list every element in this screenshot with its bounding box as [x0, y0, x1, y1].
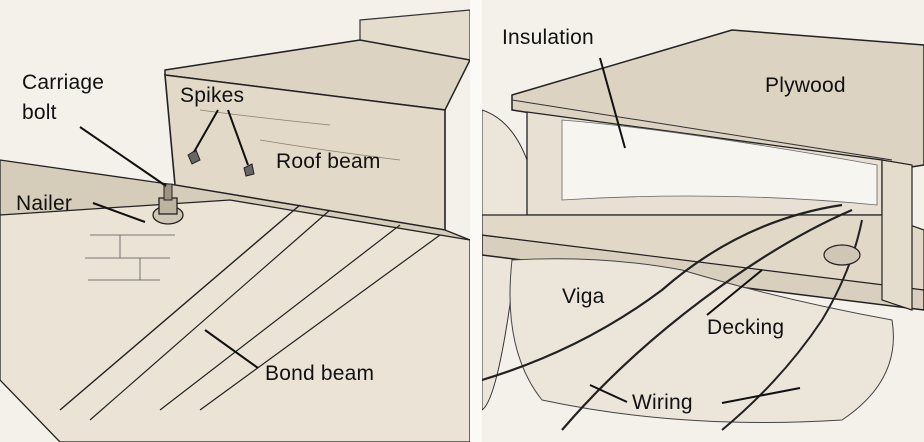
bond-beam-top: [0, 199, 470, 442]
bond-beam-leader: [204, 329, 259, 369]
insulation-leader: [599, 57, 626, 149]
spikes-leader-1: [193, 109, 219, 153]
insulation-batt: [561, 119, 878, 206]
left-illustration: Carriage bolt Spikes Roof beam Nailer Bo…: [0, 9, 470, 442]
roof-beam-drawing: [0, 9, 470, 442]
wiring-label: Wiring: [632, 391, 693, 414]
spike-2: [243, 163, 255, 177]
carriage-bolt-leader: [79, 126, 167, 187]
wiring-1: [482, 203, 843, 382]
nailer-leader: [92, 202, 146, 223]
decking-leader: [706, 269, 763, 316]
spikes-label: Spikes: [180, 84, 245, 107]
plywood-sheet: [511, 29, 924, 171]
wiring-hole: [823, 244, 861, 266]
insulation-label: Insulation: [502, 26, 594, 49]
wiring-leader-left: [589, 384, 628, 403]
viga-label: Viga: [562, 285, 605, 308]
spikes-leader-2: [227, 109, 249, 166]
carriage-bolt-label: Carriage bolt: [22, 71, 105, 124]
nailer-label: Nailer: [16, 192, 73, 215]
roof-beam-top: [164, 39, 470, 111]
right-post: [881, 159, 913, 311]
decking-label: Decking: [707, 316, 785, 339]
right-illustration: Insulation Plywood Viga Decking Wiring: [482, 0, 924, 442]
roof-beam-label: Roof beam: [276, 150, 381, 173]
bolt-shaft: [163, 183, 173, 201]
plywood-label: Plywood: [765, 74, 846, 97]
wiring-2: [561, 208, 853, 431]
bond-beam-label: Bond beam: [265, 362, 375, 385]
panel-divider: [470, 0, 482, 442]
spike-1: [187, 149, 201, 165]
roof-section-drawing: [482, 0, 924, 442]
wiring-leader-right: [721, 387, 801, 404]
